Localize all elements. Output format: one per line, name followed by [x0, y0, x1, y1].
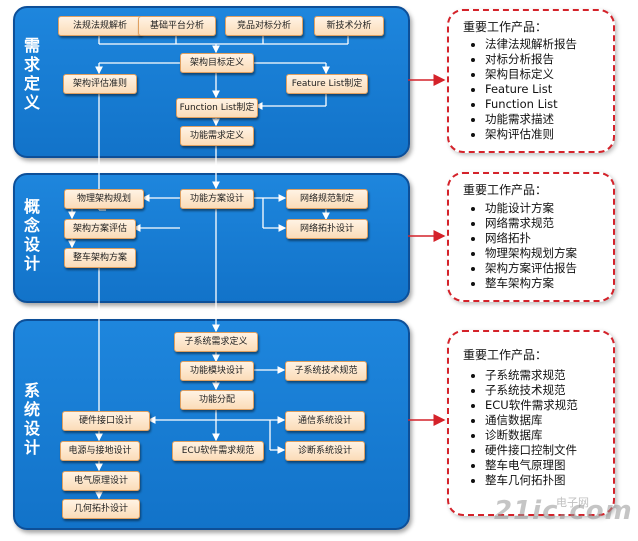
panel-concept-products: 重要工作产品： 功能设计方案 网络需求规范 网络拓扑 物理架构规划方案 架构方案… [447, 172, 615, 302]
list-item: 子系统技术规范 [485, 383, 578, 398]
product-list: 子系统需求规范 子系统技术规范 ECU软件需求规范 通信数据库 诊断数据库 硬件… [469, 368, 578, 488]
panel-title: 重要工作产品： [463, 348, 548, 362]
box-evaluation-criteria: 架构评估准则 [63, 74, 137, 94]
stage-label-system: 系统设计 [23, 381, 40, 457]
box-geometric-topology: 几何拓扑设计 [62, 499, 140, 519]
list-item: 子系统需求规范 [485, 368, 578, 383]
box-power-grounding: 电源与接地设计 [60, 441, 140, 461]
product-list: 法律法规解析报告 对标分析报告 架构目标定义 Feature List Func… [469, 37, 577, 142]
box-feature-list: Feature List制定 [286, 74, 368, 94]
list-item: ECU软件需求规范 [485, 398, 578, 413]
list-item: 网络拓扑 [485, 231, 577, 246]
box-communication-system: 通信系统设计 [285, 411, 365, 431]
list-item: 对标分析报告 [485, 52, 577, 67]
panel-system-products: 重要工作产品： 子系统需求规范 子系统技术规范 ECU软件需求规范 通信数据库 … [447, 330, 615, 516]
list-item: 物理架构规划方案 [485, 246, 577, 261]
stage-label-requirements: 需求定义 [23, 36, 40, 112]
box-function-requirements: 功能需求定义 [180, 126, 254, 146]
box-physical-architecture: 物理架构规划 [64, 189, 144, 209]
panel-title: 重要工作产品： [463, 183, 548, 197]
box-function-allocation: 功能分配 [180, 390, 254, 410]
list-item: Feature List [485, 82, 577, 97]
list-item: 架构方案评估报告 [485, 261, 577, 276]
list-item: 功能设计方案 [485, 201, 577, 216]
stage-label-concept: 概念设计 [23, 197, 40, 273]
panel-title: 重要工作产品： [463, 20, 548, 34]
box-function-solution: 功能方案设计 [180, 189, 254, 209]
box-regulation-analysis: 法规法规解析 [58, 16, 142, 36]
list-item: 架构目标定义 [485, 67, 577, 82]
list-item: 整车电气原理图 [485, 458, 578, 473]
box-platform-analysis: 基础平台分析 [138, 16, 216, 36]
box-network-topology: 网络拓扑设计 [286, 219, 368, 239]
list-item: 硬件接口控制文件 [485, 443, 578, 458]
list-item: 整车架构方案 [485, 276, 577, 291]
panel-requirements-products: 重要工作产品： 法律法规解析报告 对标分析报告 架构目标定义 Feature L… [447, 9, 615, 153]
list-item: 网络需求规范 [485, 216, 577, 231]
list-item: 功能需求描述 [485, 112, 577, 127]
box-electrical-schematic: 电气原理设计 [62, 471, 140, 491]
box-architecture-evaluation: 架构方案评估 [64, 219, 136, 239]
list-item: 法律法规解析报告 [485, 37, 577, 52]
box-subsystem-requirements: 子系统需求定义 [174, 332, 258, 352]
list-item: 架构评估准则 [485, 127, 577, 142]
list-item: 诊断数据库 [485, 428, 578, 443]
box-function-list: Function List制定 [176, 98, 258, 118]
watermark-logo: 21ic.com [494, 496, 633, 526]
list-item: 通信数据库 [485, 413, 578, 428]
box-ecu-software-spec: ECU软件需求规范 [172, 441, 264, 461]
box-new-tech-analysis: 新技术分析 [314, 16, 384, 36]
list-item: 整车几何拓扑图 [485, 473, 578, 488]
box-diagnostic-system: 诊断系统设计 [285, 441, 365, 461]
product-list: 功能设计方案 网络需求规范 网络拓扑 物理架构规划方案 架构方案评估报告 整车架… [469, 201, 577, 291]
box-function-module: 功能模块设计 [180, 361, 254, 381]
box-network-spec: 网络规范制定 [286, 189, 368, 209]
box-architecture-objective: 架构目标定义 [180, 53, 254, 73]
list-item: Function List [485, 97, 577, 112]
box-vehicle-architecture: 整车架构方案 [64, 248, 136, 268]
watermark-sub: 电子网 [556, 496, 589, 509]
box-hardware-interface: 硬件接口设计 [62, 411, 150, 431]
box-competitor-analysis: 竞品对标分析 [225, 16, 303, 36]
box-subsystem-tech-spec: 子系统技术规范 [285, 361, 367, 381]
